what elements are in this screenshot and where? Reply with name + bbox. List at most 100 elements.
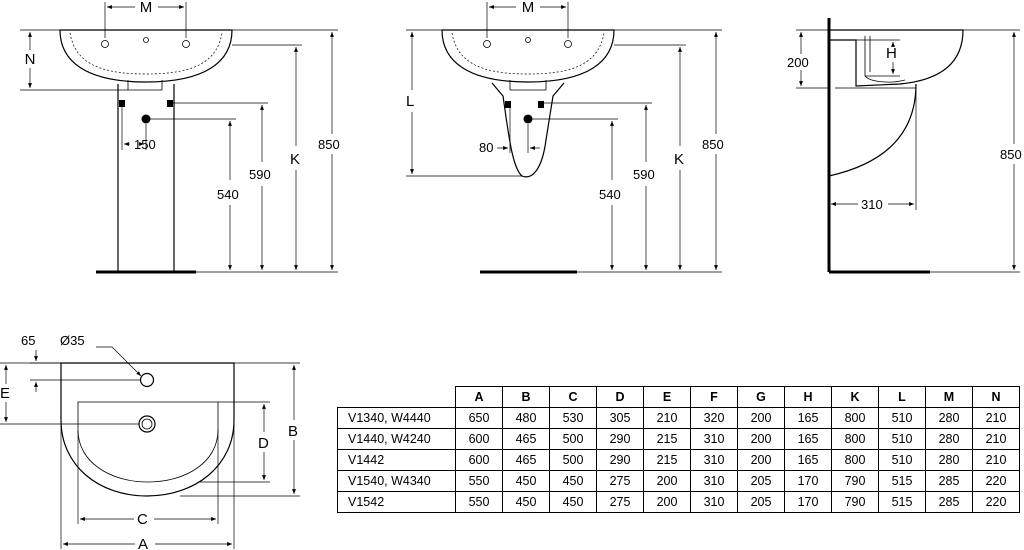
wall-tap-hole-left	[483, 40, 491, 48]
table-cell: 165	[784, 449, 832, 471]
side-dim-310: 310	[861, 197, 883, 212]
table-cell: 275	[596, 491, 644, 513]
table-cell: 285	[925, 470, 973, 492]
table-header: K	[831, 386, 879, 408]
table-cell: 200	[737, 407, 785, 429]
table-cell: 220	[972, 470, 1020, 492]
table-cell: 215	[643, 449, 691, 471]
table-model-cell: V1340, W4440	[337, 407, 456, 429]
table-cell: 210	[972, 428, 1020, 450]
front-dim-590: 590	[249, 167, 271, 182]
table-cell: 210	[972, 407, 1020, 429]
table-cell: 465	[502, 449, 550, 471]
table-cell: 650	[455, 407, 503, 429]
front-waste	[127, 80, 163, 91]
table-cell: 310	[690, 491, 738, 513]
table-cell: 800	[831, 407, 879, 429]
front-dim-K: K	[290, 151, 300, 168]
wall-pipe-left	[505, 101, 511, 108]
table-model-cell: V1442	[337, 449, 456, 471]
front-tap-hole-right	[182, 40, 190, 48]
wall-dim-590: 590	[633, 167, 655, 182]
table-cell: 210	[972, 449, 1020, 471]
table-cell: 165	[784, 407, 832, 429]
table-cell: 165	[784, 428, 832, 450]
top-view: 65 Ø35 E D B C A	[0, 333, 300, 550]
table-cell: 790	[831, 470, 879, 492]
table-cell: 450	[502, 470, 550, 492]
front-pipe-right	[167, 100, 173, 107]
wall-dim-K: K	[674, 151, 684, 168]
table-cell: 310	[690, 428, 738, 450]
table-cell: 290	[596, 428, 644, 450]
front-basin-outline	[59, 29, 233, 83]
wall-dim-M: M	[522, 0, 535, 16]
table-cell: 285	[925, 491, 973, 513]
side-basin-outline	[829, 29, 964, 87]
top-dim-A: A	[138, 536, 148, 550]
table-cell: 500	[549, 449, 597, 471]
table-cell: 215	[643, 428, 691, 450]
top-dim-C: C	[137, 511, 148, 528]
top-dim-B: B	[288, 423, 298, 440]
front-tap-hole-center	[143, 37, 149, 43]
table-cell: 450	[549, 470, 597, 492]
wall-basin-inner	[451, 32, 605, 75]
table-model-cell: V1540, W4340	[337, 470, 456, 492]
table-cell: 200	[643, 470, 691, 492]
wall-tap-hole-center	[525, 37, 531, 43]
table-cell: 450	[502, 491, 550, 513]
wall-waste-outlet	[523, 114, 533, 124]
table-header: A	[455, 386, 503, 408]
wall-dim-80: 80	[479, 140, 493, 155]
table-cell: 205	[737, 491, 785, 513]
wall-tap-hole-right	[564, 40, 572, 48]
table-corner	[337, 386, 456, 408]
table-cell: 200	[643, 491, 691, 513]
side-dim-850: 850	[1000, 147, 1022, 162]
table-cell: 515	[878, 491, 926, 513]
front-tap-hole-left	[101, 40, 109, 48]
table-cell: 310	[690, 470, 738, 492]
table-header: N	[972, 386, 1020, 408]
top-dim-65: 65	[21, 333, 35, 348]
table-cell: 465	[502, 428, 550, 450]
table-header: L	[878, 386, 926, 408]
top-waste-inner	[141, 418, 153, 430]
table-cell: 280	[925, 407, 973, 429]
table-cell: 210	[643, 407, 691, 429]
top-waste-outer	[138, 415, 156, 433]
side-dim-H: H	[886, 45, 897, 62]
side-view: 200 H 850 310	[787, 18, 1022, 274]
wall-dim-540: 540	[599, 187, 621, 202]
front-dim-850: 850	[318, 137, 340, 152]
front-waste-outlet	[141, 114, 151, 124]
table-cell: 280	[925, 428, 973, 450]
table-cell: 510	[878, 407, 926, 429]
front-dim-N: N	[25, 51, 36, 68]
wall-dim-850: 850	[702, 137, 724, 152]
table-cell: 515	[878, 470, 926, 492]
wall-basin-outline	[441, 29, 615, 83]
table-cell: 200	[737, 449, 785, 471]
table-cell: 450	[549, 491, 597, 513]
side-trap	[864, 36, 906, 83]
table-model-cell: V1440, W4240	[337, 428, 456, 450]
table-cell: 600	[455, 449, 503, 471]
top-tap-hole	[139, 372, 155, 388]
top-bowl-outline	[77, 401, 219, 483]
table-cell: 800	[831, 428, 879, 450]
table-cell: 280	[925, 449, 973, 471]
table-header: B	[502, 386, 550, 408]
table-cell: 550	[455, 491, 503, 513]
table-cell: 310	[690, 449, 738, 471]
table-cell: 170	[784, 491, 832, 513]
wall-waste	[509, 80, 547, 91]
front-dim-540: 540	[217, 187, 239, 202]
table-cell: 320	[690, 407, 738, 429]
